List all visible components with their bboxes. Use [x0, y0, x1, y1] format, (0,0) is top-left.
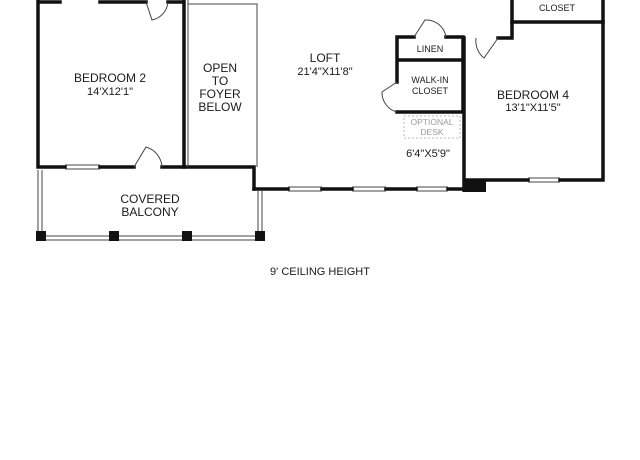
walk-in-door-swing: [381, 81, 398, 113]
optional-desk-label-2: DESK: [420, 127, 443, 137]
optional-desk-dimensions: 6'4"X5'9": [406, 148, 450, 160]
thin-lines: [37, 0, 560, 241]
bedroom-4-dimensions: 13'1"X11'5": [505, 102, 560, 114]
optional-desk-outline: [403, 115, 461, 139]
linen-door-swing: [413, 19, 447, 38]
walk-in-closet-label-2: CLOSET: [412, 86, 449, 96]
balcony-post: [109, 231, 119, 241]
balcony-post: [255, 231, 265, 241]
loft-window-2: [352, 186, 386, 192]
open-foyer-label-4: BELOW: [198, 100, 242, 114]
covered-balcony-label-2: BALCONY: [121, 205, 178, 219]
balcony-railing: [37, 170, 263, 241]
loft-window-1: [288, 186, 322, 192]
loft-dimensions: 21'4"X11'8": [297, 66, 352, 78]
loft-label: LOFT: [310, 51, 341, 65]
ceiling-height-note: 9' CEILING HEIGHT: [270, 266, 370, 278]
bedroom-4-window: [528, 177, 560, 183]
bedroom-2-dimensions: 14'X12'1": [87, 86, 133, 98]
balcony-posts: [36, 231, 265, 241]
covered-balcony-label-1: COVERED: [120, 192, 180, 206]
open-foyer-label-1: OPEN: [203, 61, 237, 75]
open-foyer-label-3: FOYER: [199, 87, 241, 101]
open-foyer-label-2: TO: [212, 74, 228, 88]
balcony-post: [36, 231, 46, 241]
balcony-post: [182, 231, 192, 241]
bedroom-2-top-door-swing: [145, 1, 169, 21]
closet-label: CLOSET: [539, 3, 576, 13]
wall-column: [463, 180, 486, 192]
bedroom-2-window: [65, 164, 100, 170]
walls: [36, 0, 605, 192]
foyer-opening-wall: [182, 165, 256, 191]
foyer-railing: [187, 0, 258, 167]
linen-label: LINEN: [417, 44, 444, 54]
closet-wall: [510, 0, 605, 24]
loft-window-3: [416, 186, 448, 192]
bedroom-4-label: BEDROOM 4: [497, 88, 569, 102]
bedroom-2-door-swing: [133, 146, 163, 168]
bedroom-2-label: BEDROOM 2: [74, 71, 146, 85]
bedroom-4-door-swing: [475, 37, 499, 59]
optional-desk-label-1: OPTIONAL: [411, 117, 454, 127]
walk-in-closet-label-1: WALK-IN: [411, 75, 448, 85]
